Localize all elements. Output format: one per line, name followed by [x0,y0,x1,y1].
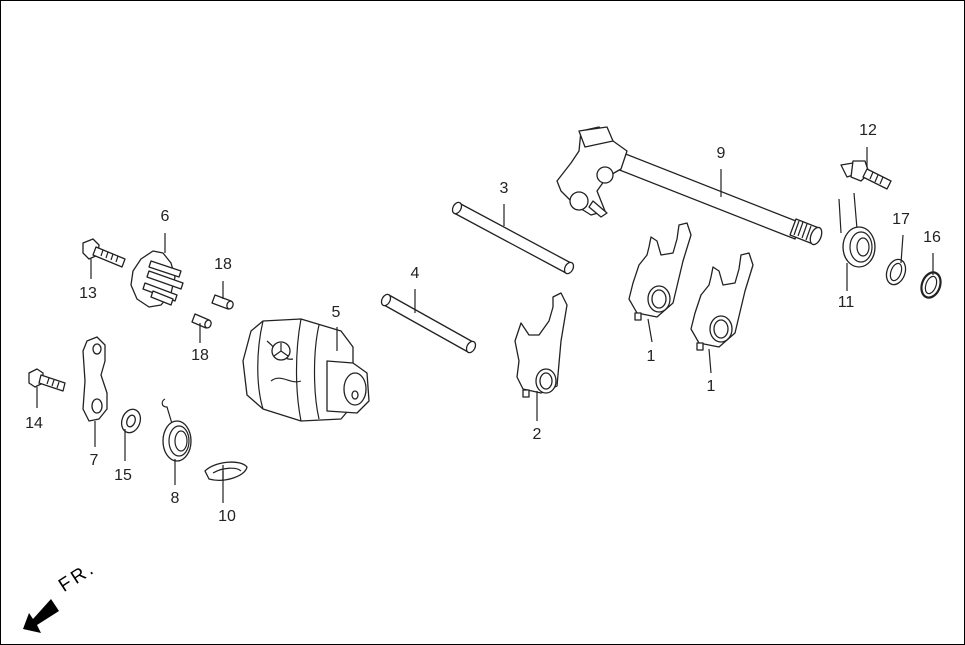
callout-1b: 1 [706,378,716,395]
callout-2: 2 [532,426,542,443]
part-1-shift-fork-b [690,252,754,351]
part-15-washer [120,408,142,434]
callout-11: 11 [837,294,855,311]
part-12-pin-bolt [840,160,892,190]
callout-12: 12 [859,122,877,139]
part-14-bolt [28,368,66,392]
part-3-shaft [451,201,575,275]
part-1-shift-fork-a [628,222,692,321]
part-16-washer [920,271,942,299]
callout-16: 16 [923,229,941,246]
part-7-stopper-arm [82,336,108,422]
part-17-snap-ring [885,258,907,286]
callout-5: 5 [331,304,341,321]
callout-7: 7 [89,452,99,469]
callout-13: 13 [79,285,97,302]
callout-10: 10 [218,508,236,525]
part-13-bolt [82,238,126,268]
part-2-shift-fork [514,292,568,398]
callout-1a: 1 [646,348,656,365]
callout-leader-lines [36,147,934,503]
callout-3: 3 [499,180,509,197]
part-11-return-spring [838,192,876,268]
callout-9: 9 [716,145,726,162]
part-9-gearshift-spindle [556,126,823,246]
callout-14: 14 [25,415,43,432]
front-direction-arrow-icon [23,599,59,633]
callout-15: 15 [114,467,132,484]
part-5-shift-drum [242,318,370,422]
part-4-shaft [380,293,477,354]
callout-18b: 18 [191,347,209,364]
part-10-spring [204,461,248,481]
part-6-pin-plate [130,250,184,308]
part-18-dowel-pins [191,294,234,329]
callout-17: 17 [892,211,910,228]
callout-6: 6 [160,208,170,225]
part-8-return-spring [161,398,192,462]
callout-18a: 18 [214,256,232,273]
callout-4: 4 [410,265,420,282]
callout-8: 8 [170,490,180,507]
